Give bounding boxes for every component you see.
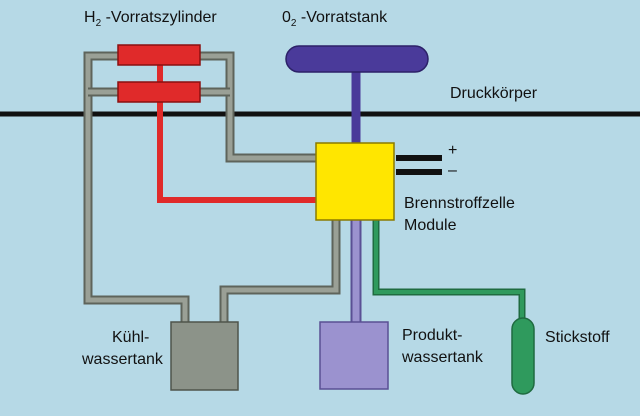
nitrogen-pipe xyxy=(372,220,526,322)
pressure-hull-label: Druckkörper xyxy=(450,85,538,102)
cooling-water-pipes xyxy=(83,51,341,322)
product-tank-label-line2: wassertank xyxy=(402,349,483,366)
oxygen-tank xyxy=(285,45,429,73)
o2-prefix: 0 xyxy=(282,9,291,26)
fuel-cell-module xyxy=(315,142,395,221)
minus-terminal-sign: – xyxy=(448,162,457,179)
o2-suffix: -Vorratstank xyxy=(296,9,388,26)
product-water-tank xyxy=(319,321,389,390)
product-tank-label-line1: Produkt- xyxy=(402,327,463,344)
h2-suffix: -Vorratszylinder xyxy=(101,9,217,26)
fuel-cell-label-line1: Brennstroffzelle xyxy=(404,195,515,212)
fuel-cell-label-line2: Module xyxy=(404,217,457,234)
plus-terminal-sign: + xyxy=(448,142,458,159)
electrical-terminals xyxy=(396,155,442,175)
hydrogen-cylinder-bottom xyxy=(117,81,201,103)
h2-prefix: H xyxy=(84,9,96,26)
o2-subscript: 2 xyxy=(290,18,297,29)
cooling-tank-label-line1: Kühl- xyxy=(112,329,150,346)
hydrogen-cylinder-top xyxy=(117,44,201,66)
o2-tank-label: 02 -Vorratstank xyxy=(282,8,387,30)
h2-subscript: 2 xyxy=(95,18,102,29)
nitrogen-tank xyxy=(511,317,535,395)
h2-cylinder-label: H2 -Vorratszylinder xyxy=(84,8,217,30)
nitrogen-tank-label: Stickstoff xyxy=(545,329,610,346)
cooling-tank-label-line2: wassertank xyxy=(82,351,163,368)
cooling-water-tank xyxy=(170,321,239,391)
